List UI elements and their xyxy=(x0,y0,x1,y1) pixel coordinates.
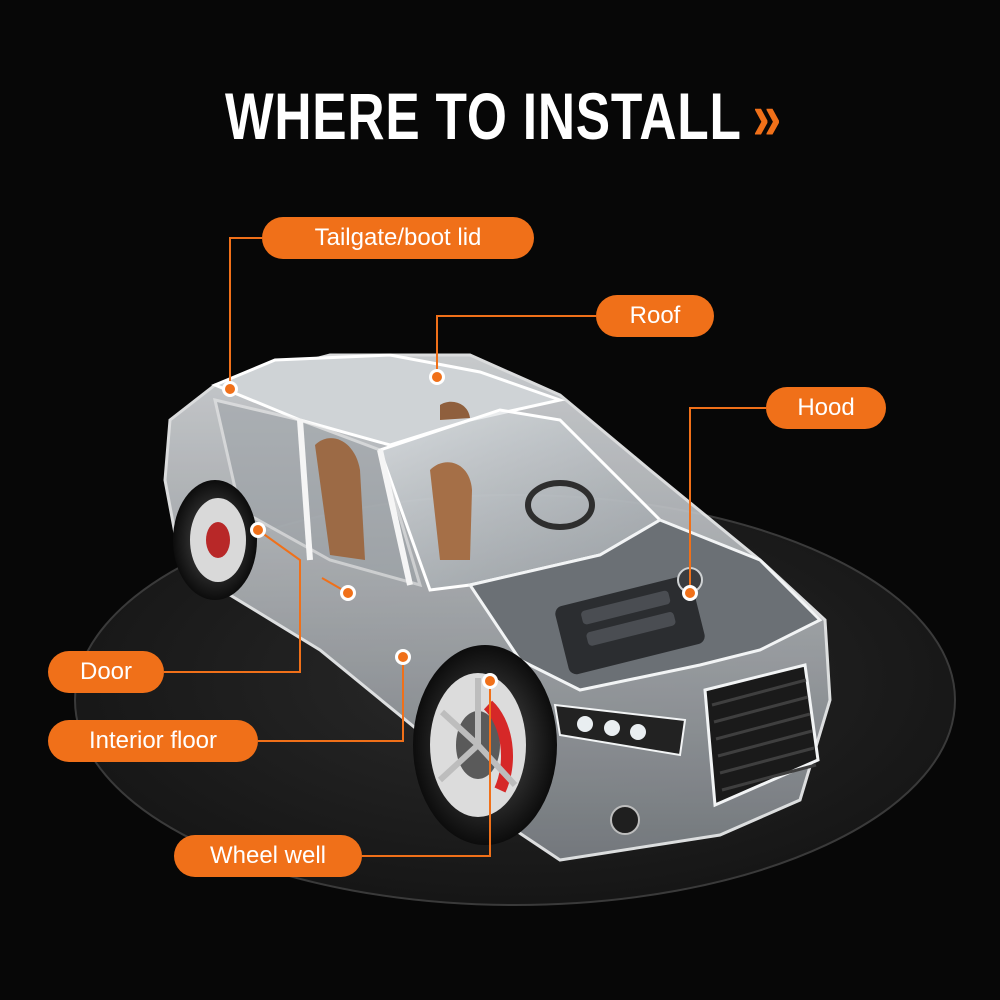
front-wheel xyxy=(413,645,557,845)
page-title: WHERE TO INSTALL» xyxy=(110,78,890,154)
tailgate-marker xyxy=(222,381,238,397)
leader-lines xyxy=(164,237,766,857)
rear-wheel xyxy=(173,480,257,600)
door-marker-front xyxy=(340,585,356,601)
interior-floor-label: Interior floor xyxy=(48,720,258,762)
roof-label: Roof xyxy=(596,295,714,337)
hood-label: Hood xyxy=(766,387,886,429)
tailgate-label: Tailgate/boot lid xyxy=(262,217,534,259)
wheel-well-marker xyxy=(482,673,498,689)
interior-floor-marker xyxy=(395,649,411,665)
door-label: Door xyxy=(48,651,164,693)
door-marker-rear xyxy=(250,522,266,538)
title-text: WHERE TO INSTALL xyxy=(224,79,742,153)
wheel-well-label: Wheel well xyxy=(174,835,362,877)
hood-marker xyxy=(682,585,698,601)
roof-marker xyxy=(429,369,445,385)
